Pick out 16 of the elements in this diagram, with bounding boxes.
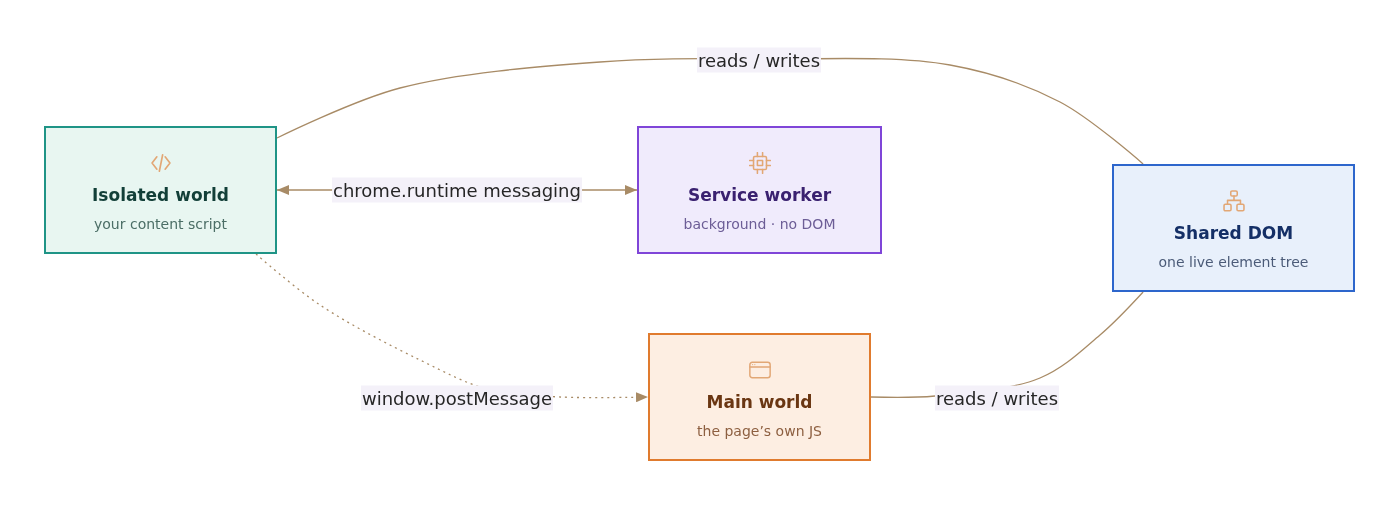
edge-label: chrome.runtime messaging [332, 177, 582, 203]
box-title: Service worker [687, 184, 832, 207]
edge-label: reads / writes [696, 47, 822, 73]
process-box [637, 126, 882, 254]
box-title: Isolated world [92, 184, 229, 207]
edge-label: window.postMessage [360, 385, 554, 411]
box-subtitle: your content script [94, 215, 227, 234]
process-box [44, 126, 277, 254]
process-box [648, 333, 871, 461]
edge-label: reads / writes [934, 385, 1060, 411]
box-title: Shared DOM [1173, 222, 1294, 245]
box-subtitle: one live element tree [1158, 253, 1309, 272]
process-box [1112, 164, 1355, 292]
box-subtitle: the page’s own JS [697, 422, 822, 441]
box-subtitle: background · no DOM [683, 215, 836, 234]
box-title: Main world [706, 391, 813, 414]
